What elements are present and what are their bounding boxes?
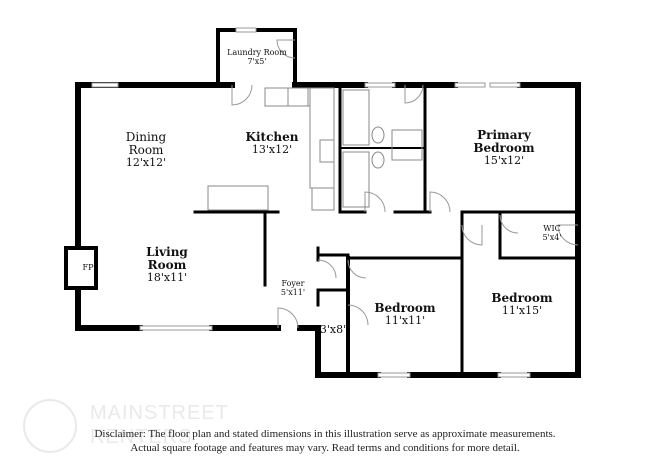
bathtub: [342, 89, 370, 146]
room-dim: 11'x15': [501, 304, 543, 318]
disclaimer: Disclaimer: The floor plan and stated di…: [0, 428, 650, 456]
fridge: [311, 187, 335, 211]
sink: [319, 139, 335, 163]
room-name: Dining Room: [125, 130, 167, 158]
room-name: Laundry Room: [227, 48, 287, 57]
room-name: Foyer: [281, 279, 305, 288]
room-dim: 11'x11': [384, 314, 426, 328]
room-dim: 13'x12': [251, 143, 293, 157]
kitchen-island: [207, 185, 269, 211]
fp-text: FP: [82, 263, 94, 272]
room-closet: 3'x8': [319, 323, 347, 336]
counter: [309, 87, 335, 189]
disclaimer-line-2: Actual square footage and features may v…: [130, 441, 520, 454]
vanity: [391, 129, 423, 161]
room-name: Bedroom: [491, 291, 553, 305]
toilet: [371, 126, 385, 144]
room-dim: 3'x8': [319, 323, 347, 336]
fireplace: [64, 246, 98, 290]
room-dim: 7'x5': [247, 56, 267, 66]
room-dim: 12'x12': [125, 156, 167, 170]
room-dim: 5'x4': [542, 232, 562, 242]
stove: [287, 87, 309, 107]
room-name: Bedroom: [374, 301, 436, 315]
room-dim: 5'x11': [280, 287, 306, 297]
fixtures: [207, 87, 423, 211]
fireplace-label: FP: [82, 263, 94, 273]
outer-wall: [75, 82, 235, 331]
room-dim: 18'x11': [146, 271, 188, 285]
windows: [91, 27, 531, 378]
room-name: Kitchen: [245, 130, 299, 144]
room-name: Primary Bedroom: [473, 128, 535, 156]
walls: [64, 28, 581, 378]
room-name: Living Room: [146, 245, 188, 273]
disclaimer-line-1: Disclaimer: The floor plan and stated di…: [94, 428, 556, 440]
room-dim: 15'x12': [483, 154, 525, 168]
bathtub: [342, 151, 370, 208]
room-name: WIC: [543, 224, 561, 233]
doors: [231, 39, 579, 329]
toilet: [371, 151, 385, 169]
